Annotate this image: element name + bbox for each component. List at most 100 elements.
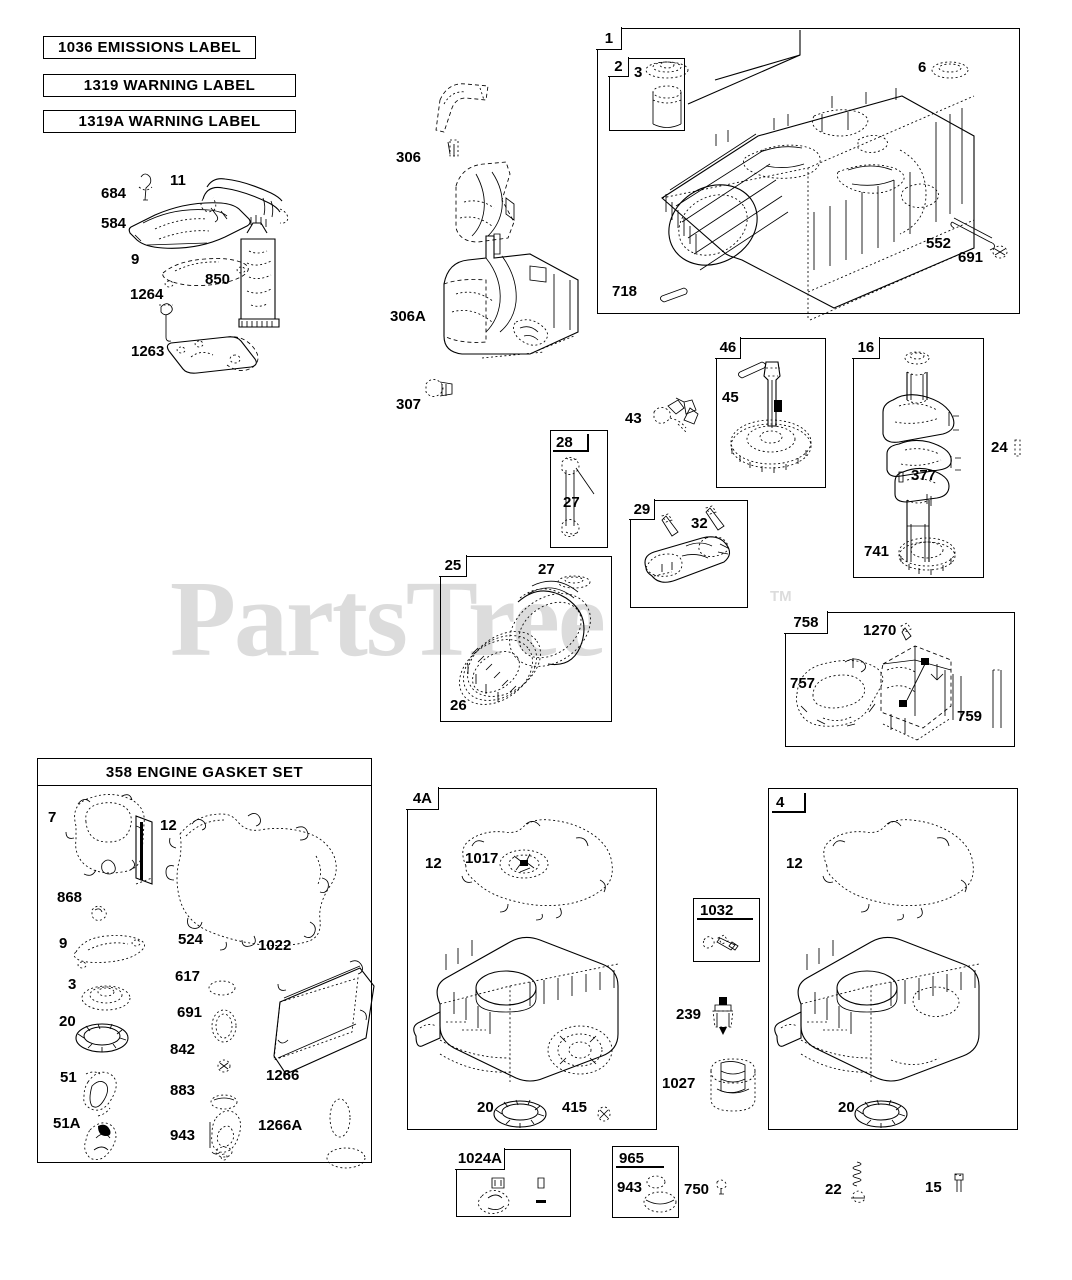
callout-22: 22	[825, 1181, 842, 1198]
box-kit-1024a-number: 1024A	[455, 1148, 506, 1171]
callout-26: 26	[450, 697, 467, 714]
box-kit-965: 965	[612, 1146, 679, 1218]
box-connecting-rod: 29	[629, 499, 748, 608]
box-cylinder-number: 1	[596, 27, 623, 51]
callout-850: 850	[205, 271, 231, 288]
box-screw-1032-number: 1032	[697, 900, 753, 920]
callout-12-4a: 12	[425, 855, 442, 872]
box-screw-1032: 1032	[693, 898, 760, 962]
callout-15: 15	[925, 1179, 942, 1196]
box-cylinder-insert: 2	[608, 57, 685, 131]
governor-artwork	[796, 622, 1002, 741]
callout-741: 741	[864, 543, 890, 560]
box-kit-1024a: 1024A	[455, 1148, 571, 1217]
callout-20-4a: 20	[477, 1099, 494, 1116]
legend-plate-warning-a: 1319A WARNING LABEL	[43, 110, 296, 133]
callout-524: 524	[178, 931, 204, 948]
box-cylinder: 1	[596, 27, 1020, 314]
legend-plate-emissions: 1036 EMISSIONS LABEL	[43, 36, 256, 59]
callout-750: 750	[684, 1181, 710, 1198]
callout-306: 306	[396, 149, 422, 166]
callout-6: 6	[918, 59, 927, 76]
screw-750-artwork	[716, 1179, 727, 1195]
callout-32: 32	[691, 515, 708, 532]
crank-key-artwork	[1014, 439, 1021, 457]
callout-9-breather: 9	[131, 251, 140, 268]
callout-7: 7	[48, 809, 57, 826]
legend-plate-warning-text: 1319 WARNING LABEL	[83, 77, 256, 94]
callout-883: 883	[170, 1082, 196, 1099]
callout-1263: 1263	[131, 343, 165, 360]
callout-27-gov: 27	[563, 494, 580, 511]
callout-1027: 1027	[662, 1075, 696, 1092]
kit-1024a-artwork	[477, 1177, 546, 1214]
callout-1266a: 1266A	[258, 1117, 303, 1134]
callout-12-gs: 12	[160, 817, 177, 834]
callout-20-gs: 20	[59, 1013, 76, 1030]
box-crankshaft: 16	[852, 337, 984, 578]
callout-584: 584	[101, 215, 127, 232]
callout-51: 51	[60, 1069, 77, 1086]
watermark-tm: TM	[770, 588, 792, 605]
callout-3-oil-cap: 3	[634, 64, 643, 81]
callout-12-4: 12	[786, 855, 803, 872]
watermark: PartsTree	[170, 560, 606, 679]
blower-housing-artwork	[425, 83, 579, 397]
box-sump-4-number: 4	[772, 791, 806, 813]
screw-15-artwork	[954, 1173, 964, 1192]
legend-plate-emissions-text: 1036 EMISSIONS LABEL	[57, 39, 242, 56]
callout-943-965: 943	[617, 1179, 643, 1196]
callout-1266: 1266	[266, 1067, 300, 1084]
callout-239: 239	[676, 1006, 702, 1023]
legend-plate-warning: 1319 WARNING LABEL	[43, 74, 296, 97]
screw-1032-artwork	[702, 934, 739, 951]
callout-20-4: 20	[838, 1099, 855, 1116]
box-crankshaft-number: 16	[852, 337, 881, 360]
governor-arm-artwork	[561, 457, 595, 537]
legend-plate-warning-a-text: 1319A WARNING LABEL	[78, 113, 261, 130]
box-governor-number: 758	[784, 611, 829, 635]
callout-27-piston: 27	[538, 561, 555, 578]
crankshaft-artwork	[882, 351, 961, 575]
callout-306a: 306A	[390, 308, 426, 325]
box-governor-arm-number: 28	[553, 432, 589, 452]
box-camshaft-number: 46	[715, 337, 742, 360]
callout-1264: 1264	[130, 286, 164, 303]
callout-552: 552	[926, 235, 952, 252]
callout-51a: 51A	[53, 1115, 81, 1132]
callout-45: 45	[722, 389, 739, 406]
sump-4a-artwork	[413, 815, 619, 1128]
callout-415: 415	[562, 1099, 588, 1116]
callout-691-cyl: 691	[958, 249, 984, 266]
callout-684: 684	[101, 185, 127, 202]
callout-307: 307	[396, 396, 422, 413]
box-camshaft: 46	[715, 337, 826, 488]
gasket-set-artwork	[65, 794, 375, 1169]
box-sump-4a: 4A	[406, 787, 657, 1130]
box-piston-number: 25	[439, 555, 468, 578]
callout-943-gs: 943	[170, 1127, 196, 1144]
tappet-artwork	[653, 397, 699, 433]
camshaft-artwork	[730, 361, 812, 473]
oil-filter-artwork	[710, 1058, 756, 1112]
callout-24: 24	[991, 439, 1008, 456]
callout-718: 718	[612, 283, 638, 300]
box-governor: 758	[784, 611, 1015, 747]
callout-377: 377	[911, 467, 937, 484]
kit-965-artwork	[643, 1175, 677, 1213]
box-connecting-rod-number: 29	[629, 499, 656, 521]
box-sump-4: 4	[768, 788, 1018, 1130]
box-governor-arm: 28	[550, 430, 608, 548]
box-gasket-set-title: 358 ENGINE GASKET SET	[38, 759, 371, 786]
callout-759: 759	[957, 708, 983, 725]
box-cylinder-insert-number: 2	[608, 57, 630, 78]
callout-1022: 1022	[258, 937, 292, 954]
callout-617: 617	[175, 968, 201, 985]
callout-3-gs: 3	[68, 976, 77, 993]
callout-43: 43	[625, 410, 642, 427]
box-sump-4a-number: 4A	[406, 787, 440, 811]
callout-11: 11	[170, 172, 186, 189]
box-piston: 25	[439, 555, 612, 722]
pressure-switch-artwork	[712, 997, 734, 1035]
